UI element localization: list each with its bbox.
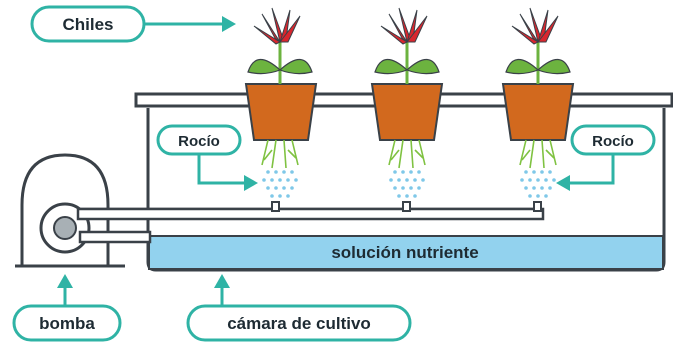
label-chamber: cámara de cultivo xyxy=(227,314,371,333)
callout-rocio-left: Rocío xyxy=(156,124,258,191)
spray-pipe xyxy=(76,201,545,244)
callout-pump: bomba xyxy=(12,274,122,342)
label-nutrient-solution: solución nutriente xyxy=(331,243,478,262)
chili-plant-2 xyxy=(370,7,444,198)
callout-chamber: cámara de cultivo xyxy=(186,274,412,342)
label-rocio-right: Rocío xyxy=(592,133,634,150)
callout-chiles: Chiles xyxy=(30,5,236,43)
chili-plant-1 xyxy=(244,7,318,198)
nutrient-solution xyxy=(148,235,664,270)
chili-plant-3 xyxy=(501,7,575,198)
mist-3 xyxy=(520,170,556,198)
label-pump: bomba xyxy=(39,314,95,333)
mist-1 xyxy=(262,170,298,198)
label-chiles: Chiles xyxy=(62,15,113,34)
mist-2 xyxy=(389,170,425,198)
label-rocio-left: Rocío xyxy=(178,133,220,150)
callout-rocio-right: Rocío xyxy=(556,124,656,191)
